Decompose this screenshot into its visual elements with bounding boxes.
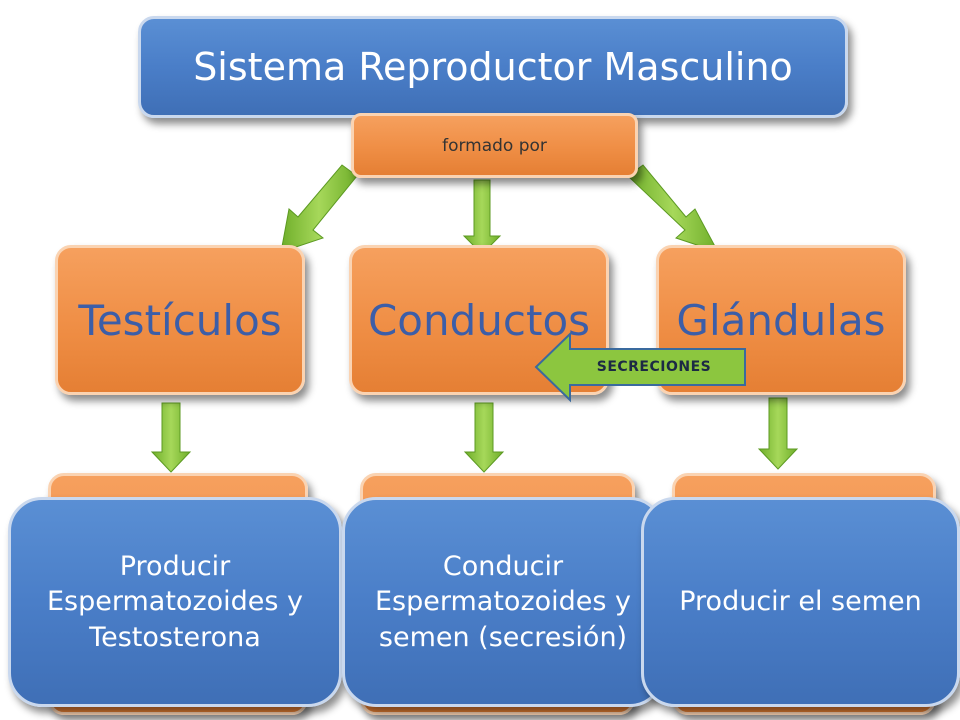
connector-box: formado por — [351, 113, 638, 178]
secreciones-label: SECRECIONES — [596, 359, 712, 375]
function-text: Producir Espermatozoides y Testosterona — [46, 551, 304, 653]
diagram-title-text: Sistema Reproductor Masculino — [193, 45, 793, 89]
part-box-glandulas: Glándulas — [656, 245, 906, 395]
arrow-testiculos-down — [150, 402, 192, 473]
function-text: Conducir Espermatozoides y semen (secres… — [374, 551, 632, 653]
part-label: Testículos — [78, 295, 282, 345]
part-label: Glándulas — [676, 295, 886, 345]
connector-text: formado por — [442, 135, 547, 156]
function-text: Producir el semen — [679, 586, 922, 618]
arrow-glandulas-down — [757, 397, 799, 470]
arrow-to-glandulas — [627, 164, 720, 253]
part-label: Conductos — [367, 295, 591, 345]
part-box-testiculos: Testículos — [55, 245, 305, 395]
arrow-conductos-down — [463, 402, 505, 473]
function-box-testiculos: Producir Espermatozoides y Testosterona — [8, 497, 342, 707]
left-arrow-icon — [534, 331, 746, 403]
arrow-to-testiculos — [280, 164, 358, 253]
function-box-glandulas: Producir el semen — [641, 497, 960, 707]
diagram-title: Sistema Reproductor Masculino — [138, 16, 848, 118]
function-box-conductos: Conducir Espermatozoides y semen (secres… — [342, 497, 664, 707]
